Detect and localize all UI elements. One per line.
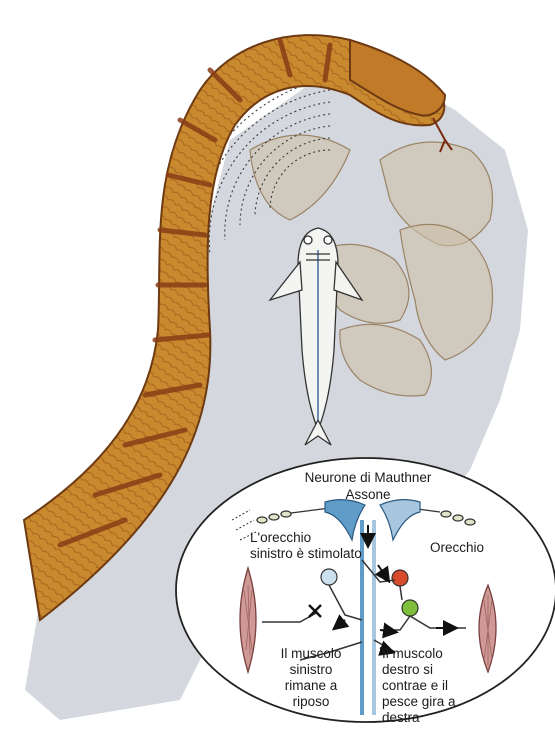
label-right-ear: Orecchio: [430, 540, 484, 556]
label-right-muscle-line: contrae e il: [382, 678, 456, 694]
label-left-muscle-line: riposo: [268, 694, 354, 710]
label-left-muscle: Il muscolo sinistro rimane a riposo: [268, 646, 354, 710]
label-left-muscle-line: rimane a: [268, 678, 354, 694]
label-left-ear: L'orecchio sinistro è stimolato: [250, 530, 362, 562]
interneuron-blue: [321, 569, 337, 585]
label-left-muscle-line: sinistro: [268, 662, 354, 678]
label-right-muscle-line: pesce gira a: [382, 694, 456, 710]
label-right-muscle: Il muscolo destro si contrae e il pesce …: [382, 646, 456, 726]
label-left-ear-line: sinistro è stimolato: [250, 546, 362, 562]
interneuron-red: [392, 570, 408, 586]
label-right-muscle-line: destro si: [382, 662, 456, 678]
label-left-muscle-line: Il muscolo: [268, 646, 354, 662]
interneuron-green: [402, 600, 418, 616]
label-right-muscle-line: Il muscolo: [382, 646, 456, 662]
label-right-muscle-line: destra: [382, 710, 456, 726]
label-left-ear-line: L'orecchio: [250, 530, 362, 546]
label-axon: Assone: [328, 487, 408, 503]
label-mauthner-neuron: Neurone di Mauthner: [278, 470, 458, 486]
